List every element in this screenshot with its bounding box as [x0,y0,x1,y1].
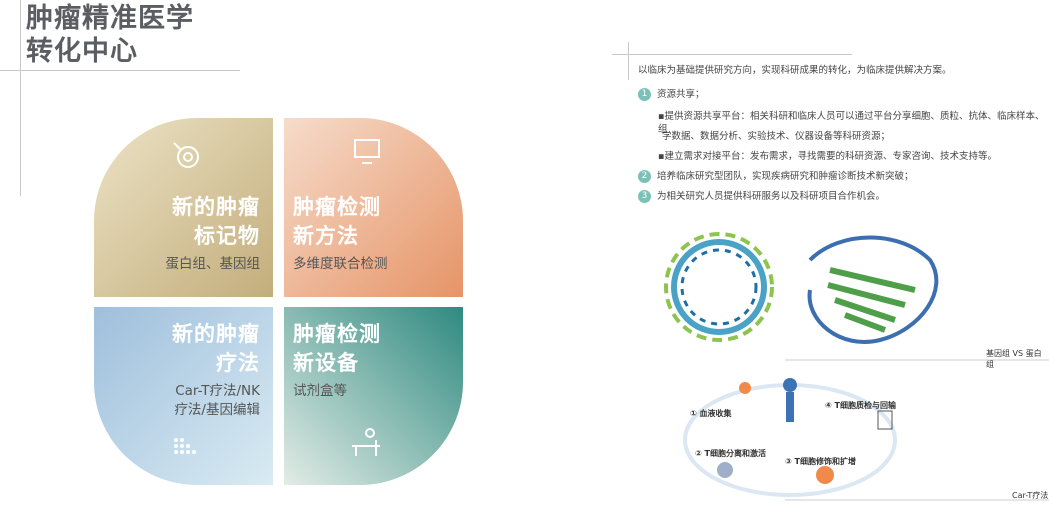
petal-top-left-line-1: 新的肿瘤 [172,195,260,219]
step-2: ② T细胞分离和激活 [695,449,767,458]
dots-grid-icon [174,438,196,454]
title-line-1: 肿瘤精准医学 [26,3,194,34]
target-icon [173,142,199,168]
right-top-rule [612,54,852,55]
petal-top-right-line-1: 肿瘤检测 [293,195,381,219]
petal-bottom-right-sub: 试剂盒等 [293,383,347,399]
petal-bottom-left-sub-2: 疗法/基因编辑 [174,402,260,418]
petal-top-right-line-2: 新方法 [293,224,359,248]
protein-structure-image [807,235,939,344]
petal-top-left-line-2: 标记物 [194,224,260,248]
item-2-text: 培养临床研究型团队，实现疾病研究和肿瘤诊断技术新突破； [657,171,914,182]
intro-text: 以临床为基础提供研究方向，实现科研成果的转化，为临床提供解决方案。 [638,65,952,76]
item-1-detail-1: ▪提供资源共享平台：相关科研和临床人员可以通过平台分享细胞、质粒、抗体、临床样本… [658,111,1045,135]
title-divider [0,70,240,71]
number-badge-3: 3 [638,190,651,203]
item-1-detail-2: 学数据、数据分析、实验技术、仪器设备等科研资源； [662,131,891,142]
petal-bottom-right: 肿瘤检测 新设备 试剂盒等 [293,320,423,401]
caption-genome-vs-protein: 基因组 VS 蛋白组 [986,349,1042,369]
petal-bottom-right-line-1: 肿瘤检测 [293,322,381,346]
petal-bottom-left-shape [94,307,273,485]
monitor-icon [354,139,380,164]
petal-bottom-left-line-2: 疗法 [216,351,260,375]
item-3: 3 为相关研究人员提供科研服务以及科研项目合作机会。 [638,190,885,203]
step-1: ① 血液收集 [690,409,732,418]
right-vertical-rule [628,42,629,80]
lab-worker-icon [352,428,380,456]
step-3: ③ T细胞修饰和扩增 [785,457,857,466]
petal-top-right: 肿瘤检测 新方法 多维度联合检测 [293,193,423,274]
item-2: 2 培养临床研究型团队，实现疾病研究和肿瘤诊断技术新突破； [638,170,914,183]
step-4: ④ T细胞质检与回输 [825,401,897,410]
item-1-detail-3: ▪建立需求对接平台：发布需求，寻找需要的科研资源、专家咨询、技术支持等。 [658,151,997,162]
page-title: 肿瘤精准医学 转化中心 [26,2,194,68]
petal-bottom-right-line-2: 新设备 [293,351,359,375]
item-1: 1 资源共享； [638,88,705,101]
item-1-text: 资源共享； [657,89,705,100]
petal-top-left-shape [93,118,273,297]
number-badge-1: 1 [638,88,651,101]
left-vertical-rule [20,0,21,196]
item-3-text: 为相关研究人员提供科研服务以及科研项目合作机会。 [657,191,886,202]
petal-bottom-left-sub-1: Car-T疗法/NK [175,383,260,399]
dna-ring-image [664,232,774,342]
number-badge-2: 2 [638,170,651,183]
caption-cart: Car-T疗法 [1012,491,1049,500]
petal-top-right-shape [284,118,464,297]
title-line-2: 转化中心 [26,36,138,67]
petal-bottom-left: 新的肿瘤 疗法 Car-T疗法/NK 疗法/基因编辑 [150,320,260,420]
petal-bottom-left-line-1: 新的肿瘤 [172,322,260,346]
petal-top-right-sub: 多维度联合检测 [293,256,388,272]
cart-cycle-diagram [683,378,897,497]
petal-top-left: 新的肿瘤 标记物 蛋白组、基因组 [150,193,261,274]
petal-top-left-sub: 蛋白组、基因组 [165,256,261,272]
petal-bottom-right-shape [284,307,463,485]
